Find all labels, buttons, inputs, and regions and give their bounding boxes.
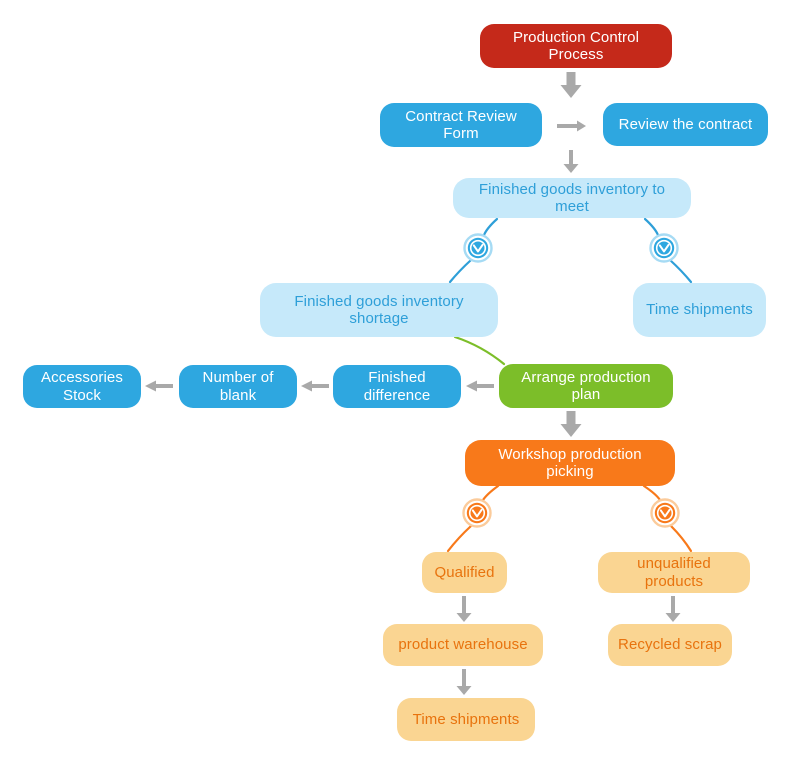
connector-shortage-to-plan [453, 335, 506, 366]
node-time-shipments-bottom: Time shipments [397, 698, 535, 741]
arrow-plan-down [560, 411, 582, 437]
node-arrange-production-plan: Arrange production plan [499, 364, 673, 408]
connector-meet-to-shortage-upper [482, 217, 499, 237]
clock-icon-orange-right [650, 498, 680, 528]
node-production-control-process: Production Control Process [480, 24, 672, 68]
clock-icon-blue-right [649, 233, 679, 263]
arrow-warehouse-to-timeshipments [456, 669, 472, 695]
node-time-shipments-top: Time shipments [633, 283, 766, 337]
node-qualified: Qualified [422, 552, 507, 593]
arrow-root-down [560, 72, 582, 98]
connector-workshop-to-qualified-lower [446, 524, 473, 553]
connector-meet-to-shortage-lower [448, 258, 473, 284]
connector-meet-to-timeshipments-lower [668, 258, 693, 284]
arrow-contract-to-review [557, 120, 586, 132]
arrow-qualified-to-warehouse [456, 596, 472, 622]
arrow-difference-to-blank [301, 380, 329, 392]
node-recycled-scrap: Recycled scrap [608, 624, 732, 666]
node-finished-goods-inventory-shortage: Finished goods inventory shortage [260, 283, 498, 337]
node-unqualified-products: unqualified products [598, 552, 750, 593]
node-accessories-stock: Accessories Stock [23, 365, 141, 408]
arrow-blank-to-accessories [145, 380, 173, 392]
clock-icon-blue-left [463, 233, 493, 263]
node-product-warehouse: product warehouse [383, 624, 543, 666]
clock-icon-orange-left [462, 498, 492, 528]
node-workshop-production-picking: Workshop production picking [465, 440, 675, 486]
connector-workshop-to-unqualified-lower [669, 524, 693, 553]
connector-workshop-to-unqualified-upper [642, 484, 662, 502]
node-finished-difference: Finished difference [333, 365, 461, 408]
node-review-the-contract: Review the contract [603, 103, 768, 146]
arrow-plan-to-difference [466, 380, 494, 392]
node-contract-review-form: Contract Review Form [380, 103, 542, 147]
connector-meet-to-timeshipments-upper [643, 217, 660, 237]
arrow-unqualified-to-recycled [665, 596, 681, 622]
connector-workshop-to-qualified-upper [481, 484, 500, 502]
arrow-row-to-inventory [563, 150, 579, 173]
node-finished-goods-inventory-to-meet: Finished goods inventory to meet [453, 178, 691, 218]
node-number-of-blank: Number of blank [179, 365, 297, 408]
